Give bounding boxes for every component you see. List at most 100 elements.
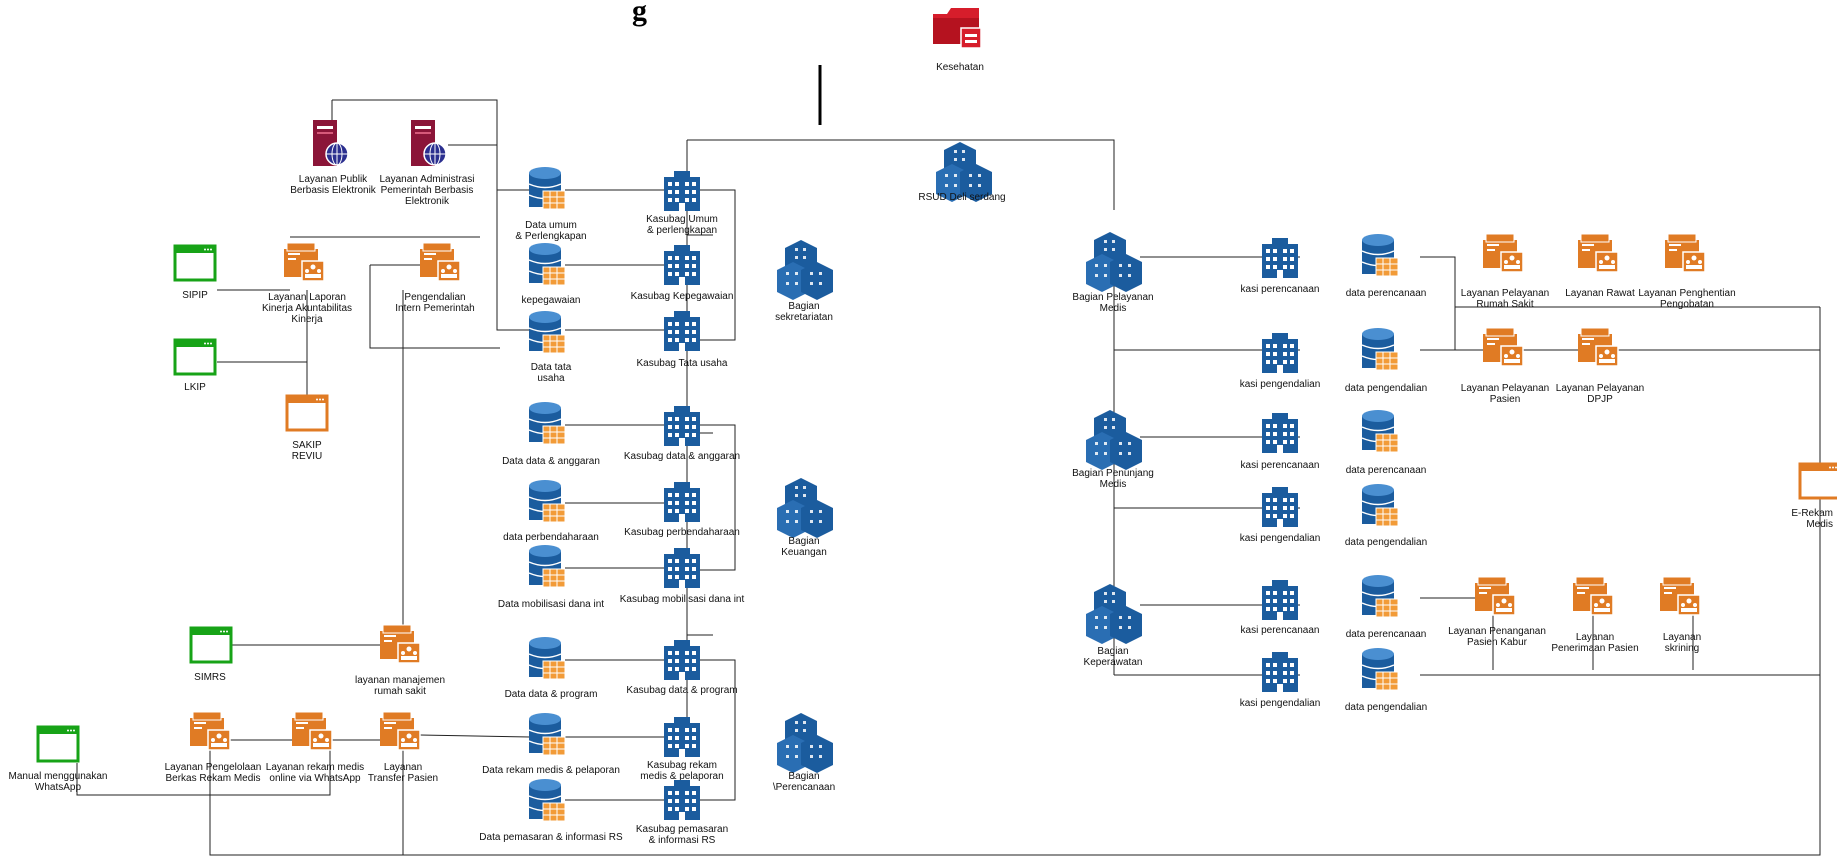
bagian-keperawatan-node[interactable] xyxy=(1086,584,1142,644)
app-window-icon xyxy=(189,626,233,664)
data-pengendalian-2-node[interactable] xyxy=(1361,483,1399,527)
label-line: DPJP xyxy=(1587,394,1613,405)
layanan-penanganan-node[interactable] xyxy=(1474,576,1516,616)
data-umum-node[interactable] xyxy=(528,166,566,210)
data-mobilisasi-node[interactable] xyxy=(528,544,566,588)
layanan-skrining-node[interactable] xyxy=(1659,576,1701,616)
kasubag-kepegawaian-node[interactable] xyxy=(664,245,700,285)
data-anggaran-node[interactable] xyxy=(528,401,566,445)
app-window-icon xyxy=(173,338,217,376)
bagian-pelayanan-medis-node[interactable] xyxy=(1086,232,1142,292)
data-program-node[interactable] xyxy=(528,636,566,680)
kasi-pengendalian-1-label: kasi pengendalian xyxy=(1240,379,1321,390)
label-line: Kinerja xyxy=(291,314,323,325)
bagian-sekretariatan-node[interactable] xyxy=(777,240,833,300)
e-rekam-medis-node[interactable] xyxy=(1798,462,1837,500)
kasubag-rekam-medis-node[interactable] xyxy=(664,717,700,757)
bagian-perencanaan-node[interactable] xyxy=(777,713,833,773)
sipip-node[interactable] xyxy=(173,244,217,282)
kasi-perencanaan-3-node[interactable] xyxy=(1262,580,1298,620)
kasi-perencanaan-2-node[interactable] xyxy=(1262,413,1298,453)
manual-whatsapp-node[interactable] xyxy=(36,725,80,763)
label-line: Keuangan xyxy=(781,547,827,558)
kasubag-perbendaharaan-node[interactable] xyxy=(664,482,700,522)
label-line: Pasien xyxy=(1490,394,1521,405)
layanan-pelayanan-rs-node[interactable] xyxy=(1482,233,1524,273)
kasubag-anggaran-node[interactable] xyxy=(664,406,700,446)
pengendalian-intern-node[interactable] xyxy=(419,242,461,282)
database-icon xyxy=(528,401,566,445)
folder-red-icon xyxy=(932,7,982,49)
layanan-rekam-whatsapp-node[interactable] xyxy=(291,711,333,751)
building-cluster-icon xyxy=(777,240,833,300)
data-tata-usaha-node[interactable] xyxy=(528,310,566,354)
kasubag-program-node[interactable] xyxy=(664,640,700,680)
label-line: & Perlengkapan xyxy=(515,231,586,242)
layanan-pengelolaan-node[interactable] xyxy=(189,711,231,751)
layanan-pelayanan-pasien-node[interactable] xyxy=(1482,327,1524,367)
data-pengendalian-3-node[interactable] xyxy=(1361,647,1399,691)
layanan-laporan-node[interactable] xyxy=(283,242,325,282)
kasi-pengendalian-2-node[interactable] xyxy=(1262,487,1298,527)
layanan-rawat-node[interactable] xyxy=(1577,233,1619,273)
label-line: medis & pelaporan xyxy=(640,771,723,782)
data-pengendalian-1-node[interactable] xyxy=(1361,327,1399,371)
data-perencanaan-3-node[interactable] xyxy=(1361,574,1399,618)
kasubag-tata-usaha-node[interactable] xyxy=(664,311,700,351)
data-pemasaran-node[interactable] xyxy=(528,778,566,822)
label-line: rumah sakit xyxy=(374,686,426,697)
simrs-node[interactable] xyxy=(189,626,233,664)
kasubag-mobilisasi-node[interactable] xyxy=(664,548,700,588)
label-line: Layanan rekam medis xyxy=(266,762,364,773)
data-pengendalian-1-label: data pengendalian xyxy=(1345,383,1427,394)
label-line: SAKIP xyxy=(292,440,322,451)
service-icon xyxy=(419,242,461,282)
label-line: Bagian xyxy=(788,301,819,312)
label-line: usaha xyxy=(537,373,565,384)
kepegawaian-node[interactable] xyxy=(528,242,566,286)
layanan-penghentian-node[interactable] xyxy=(1664,233,1706,273)
database-icon xyxy=(528,242,566,286)
kasubag-pemasaran-node[interactable] xyxy=(664,780,700,820)
kasi-pengendalian-1-node[interactable] xyxy=(1262,333,1298,373)
data-perbendaharaan-node[interactable] xyxy=(528,479,566,523)
kasubag-mobilisasi-label: Kasubag mobilisasi dana int xyxy=(620,594,745,605)
kasubag-umum-node[interactable] xyxy=(664,171,700,211)
building-icon xyxy=(664,311,700,351)
label-line: Medis xyxy=(1100,303,1127,314)
kasi-pengendalian-3-node[interactable] xyxy=(1262,652,1298,692)
layanan-admin-node[interactable] xyxy=(410,119,447,167)
kasubag-umum-label: Kasubag Umum& perlengkapan xyxy=(646,214,718,236)
building-cluster-icon xyxy=(1086,584,1142,644)
bagian-perencanaan-label: Bagian\Perencanaan xyxy=(773,771,835,793)
layanan-penerimaan-node[interactable] xyxy=(1572,576,1614,616)
sakip-node[interactable] xyxy=(285,394,329,432)
kasi-perencanaan-1-node[interactable] xyxy=(1262,238,1298,278)
building-icon xyxy=(664,717,700,757)
service-icon xyxy=(1664,233,1706,273)
data-rekam-medis-node[interactable] xyxy=(528,712,566,756)
lkip-node[interactable] xyxy=(173,338,217,376)
label-line: Medis xyxy=(1806,519,1833,530)
kesehatan-node[interactable] xyxy=(932,7,982,49)
bagian-keuangan-node[interactable] xyxy=(777,478,833,538)
building-cluster-icon xyxy=(777,713,833,773)
layanan-pelayanan-dpjp-node[interactable] xyxy=(1577,327,1619,367)
layanan-transfer-node[interactable] xyxy=(379,711,421,751)
label-line: Rumah Sakit xyxy=(1476,299,1533,310)
data-perencanaan-2-node[interactable] xyxy=(1361,409,1399,453)
label-line: Layanan Pelayanan xyxy=(1461,288,1549,299)
label-line: Medis xyxy=(1100,479,1127,490)
layanan-manajemen-node[interactable] xyxy=(379,624,421,664)
layanan-publik-node[interactable] xyxy=(312,119,349,167)
label-line: layanan manajemen xyxy=(355,675,445,686)
data-rekam-medis-label: Data rekam medis & pelaporan xyxy=(482,765,620,776)
bagian-penunjang-medis-node[interactable] xyxy=(1086,410,1142,470)
layanan-rawat-label: Layanan Rawat xyxy=(1565,288,1635,299)
data-perencanaan-1-node[interactable] xyxy=(1361,233,1399,277)
